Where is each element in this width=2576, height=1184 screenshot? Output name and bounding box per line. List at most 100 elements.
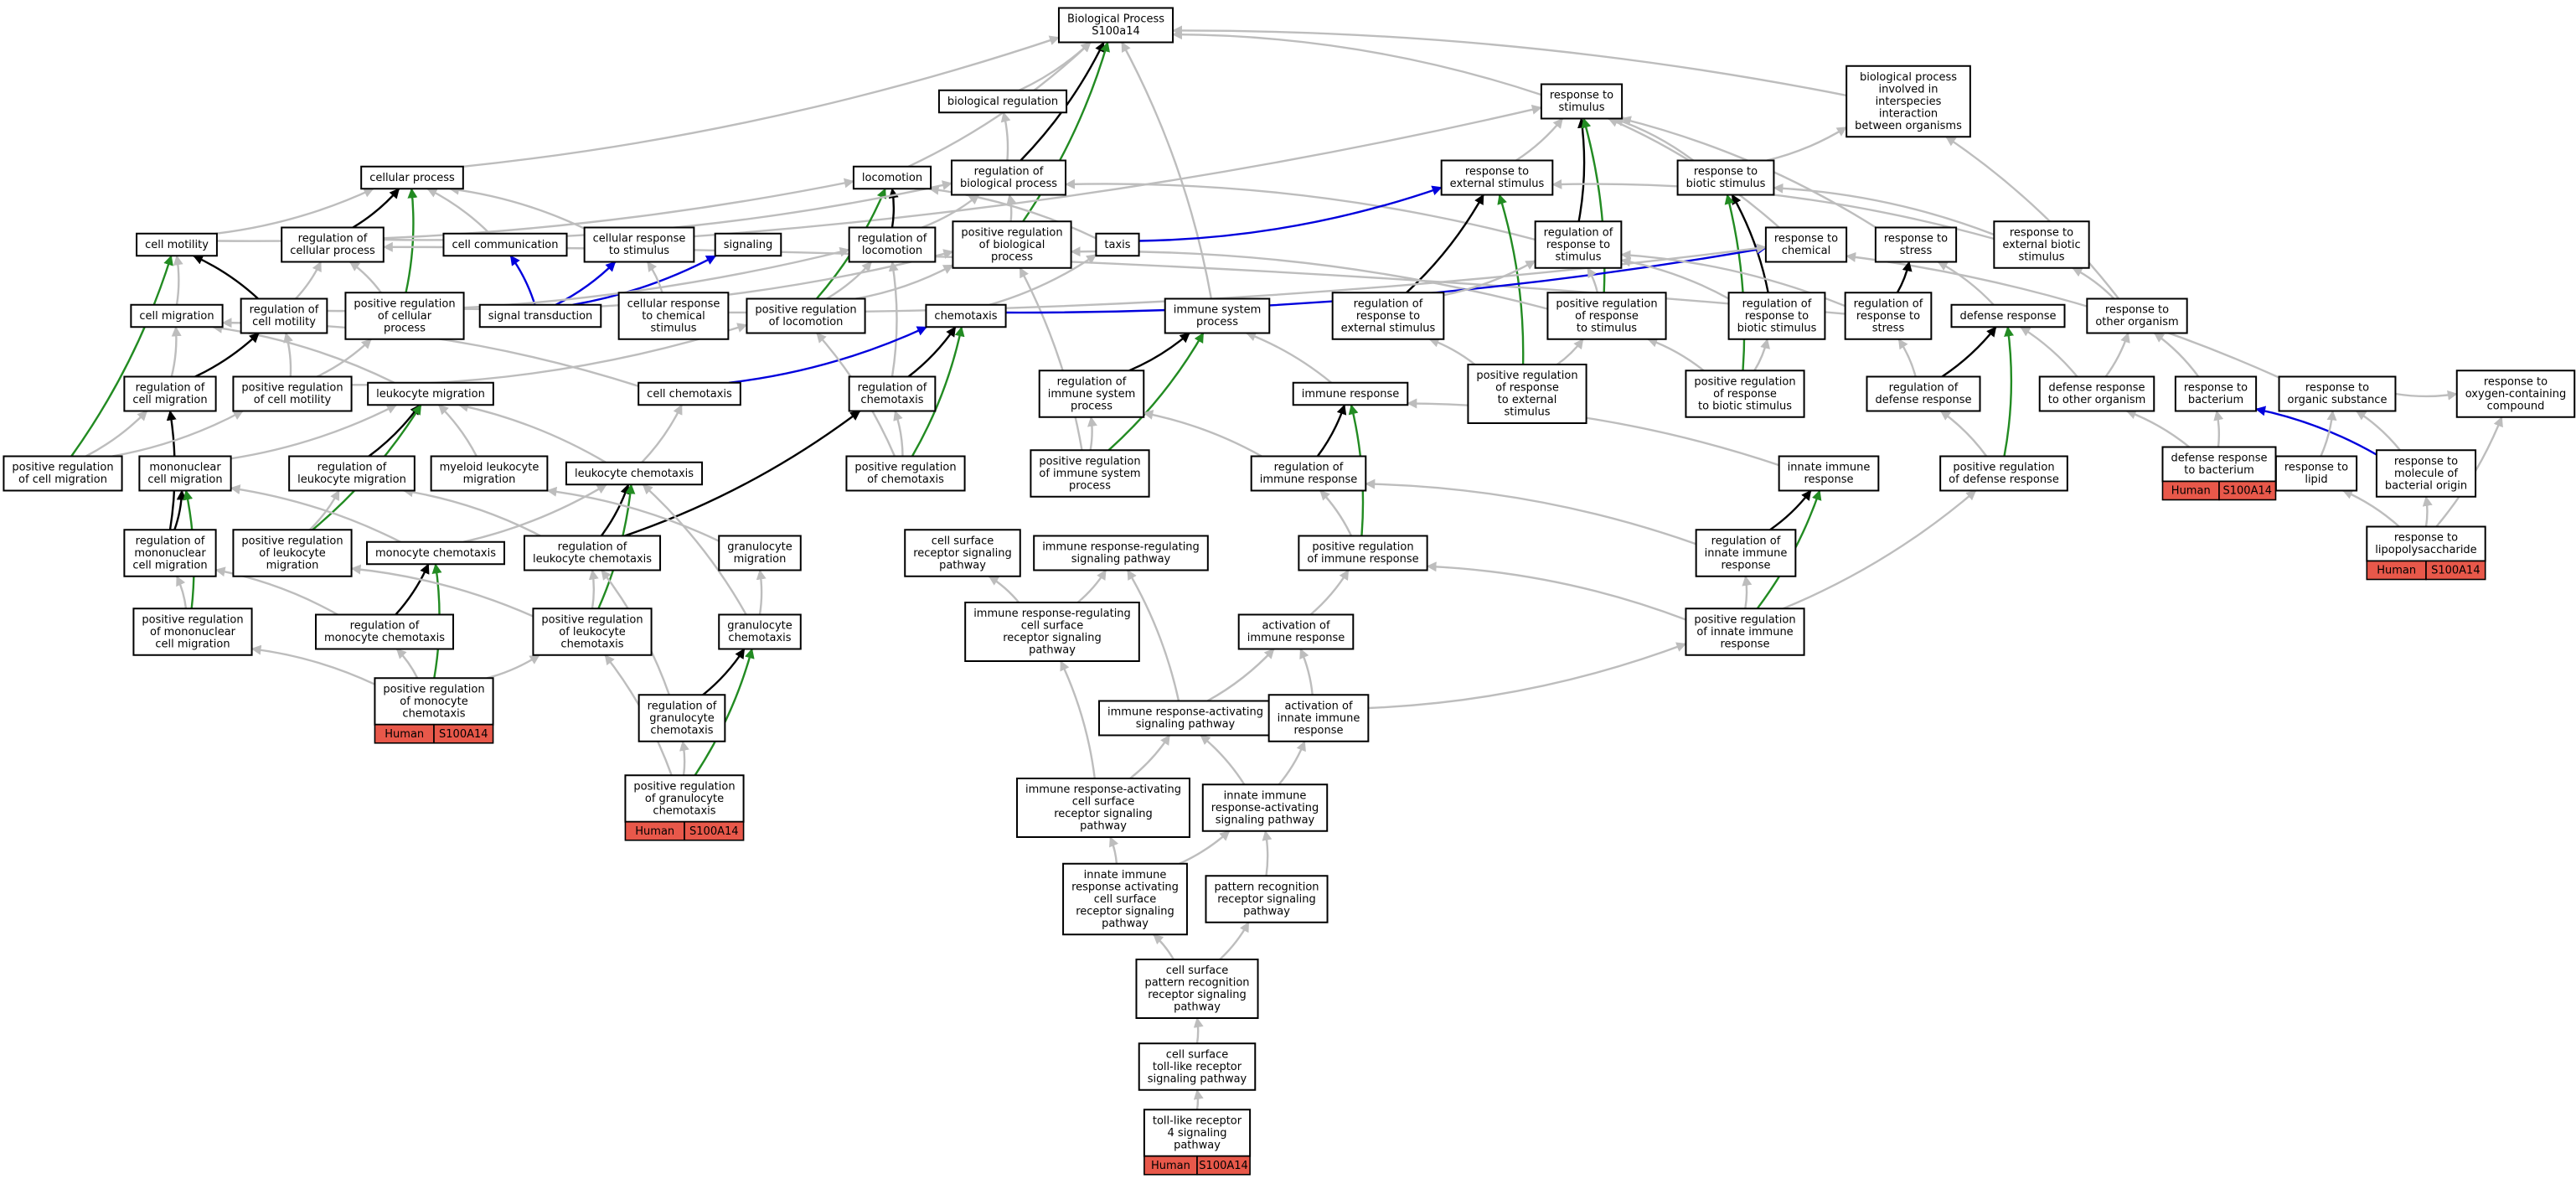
go-term-node[interactable]: innate immuneresponse-activatingsignalin… (1201, 783, 1329, 832)
node-box (1467, 364, 1587, 424)
go-term-node[interactable]: signaling (714, 232, 782, 257)
edge-gray (1172, 29, 1542, 96)
node-label: between organisms (1855, 120, 1962, 132)
annotation-gene: S100A14 (439, 728, 488, 741)
node-label: molecule of (2394, 468, 2458, 480)
go-term-node[interactable]: monocyte chemotaxis (365, 540, 506, 566)
go-term-node[interactable]: leukocyte chemotaxis (565, 461, 704, 486)
go-term-node[interactable]: cell chemotaxis (638, 381, 741, 406)
go-term-node[interactable]: signal transduction (478, 303, 602, 328)
go-term-node[interactable]: biological regulation (937, 89, 1068, 114)
go-term-node[interactable]: leukocyte migration (367, 381, 494, 406)
node-label: chemical (1782, 245, 1830, 257)
go-term-node[interactable]: cellular process (360, 165, 464, 190)
go-term-node[interactable]: taxis (1095, 232, 1140, 257)
go-term-node[interactable]: cell communication (442, 232, 568, 257)
go-term-node[interactable]: immune response (1292, 381, 1409, 406)
go-term-node[interactable]: locomotion (852, 165, 932, 190)
node-box (904, 529, 1021, 577)
node-label: chemotaxis (728, 632, 791, 644)
go-term-node[interactable]: chemotaxis (925, 303, 1007, 328)
go-term-node[interactable]: cell motility (136, 232, 218, 257)
node-label: stress (1900, 245, 1933, 257)
go-term-node[interactable]: cell migration (130, 303, 224, 328)
go-term-node[interactable]: defense response (1950, 303, 2066, 328)
